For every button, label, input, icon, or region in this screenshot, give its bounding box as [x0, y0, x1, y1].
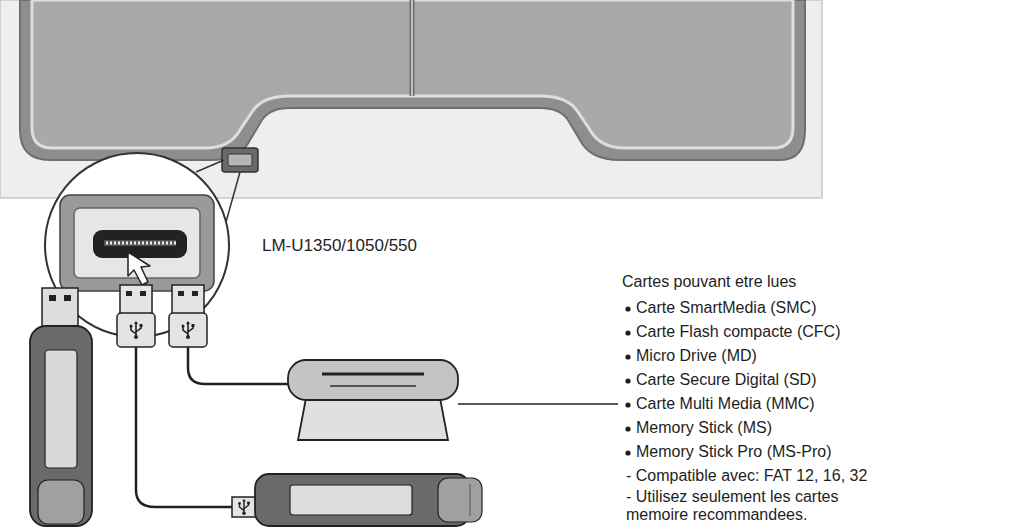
- usb-stick: [49, 295, 56, 301]
- list-bullet: [625, 378, 630, 383]
- list-item: Micro Drive (MD): [636, 346, 757, 366]
- usb-plug: [169, 285, 207, 347]
- magnifier-circle: [226, 172, 240, 222]
- list-item: Carte Flash compacte (CFC): [636, 322, 841, 342]
- usb-plug: [126, 291, 132, 296]
- usb-player: [470, 484, 471, 516]
- usb-plug: [172, 285, 204, 315]
- list-item: Carte Multi Media (MMC): [636, 394, 815, 414]
- tv-panel: [20, 0, 805, 160]
- usb-plug: [178, 291, 184, 296]
- card-reader: [330, 385, 416, 387]
- tv-panel: [411, 0, 413, 96]
- note: - Compatible avec: FAT 12, 16, 32: [626, 466, 867, 486]
- magnifier-circle: [106, 242, 176, 245]
- tv-panel: [32, 0, 793, 148]
- magnifier-circle: [104, 240, 176, 246]
- usb-stick: [42, 288, 78, 328]
- usb-stick: [64, 295, 71, 301]
- list-heading: Cartes pouvant etre lues: [622, 272, 796, 292]
- usb-plug: [117, 313, 155, 347]
- list-bullet: [625, 306, 630, 455]
- usb-plug: [182, 321, 195, 339]
- list-item: Memory Stick (MS): [636, 418, 772, 438]
- usb-plug: [117, 285, 155, 347]
- list-bullet: [625, 402, 630, 407]
- usb-port: [228, 154, 252, 166]
- usb-player: [232, 474, 482, 526]
- list-bullet: [625, 306, 630, 311]
- usb-plug: [169, 313, 207, 347]
- list-item: Memory Stick Pro (MS-Pro): [636, 442, 832, 462]
- usb-player: [232, 497, 256, 517]
- card-reader: [288, 360, 618, 440]
- usb-plug: [140, 291, 146, 296]
- usb-player: [238, 499, 250, 515]
- magnifier-circle: [128, 252, 150, 285]
- usb-stick: [45, 350, 77, 468]
- usb-stick: [30, 288, 92, 526]
- magnifier-circle: [60, 195, 214, 291]
- model-label: LM-U1350/1050/550: [262, 236, 417, 256]
- usb-stick: [38, 480, 84, 524]
- tv-panel: [410, 0, 415, 96]
- card-reader: [322, 373, 424, 376]
- note: - Utilisez seulement les cartes memoire …: [626, 488, 888, 524]
- usb-player: [438, 478, 482, 522]
- list-item: Carte Secure Digital (SD): [636, 370, 817, 390]
- card-reader: [298, 398, 448, 440]
- leader-line: [458, 403, 618, 405]
- magnifier-circle: [196, 160, 224, 172]
- magnifier-circle: [93, 230, 187, 258]
- usb-player: [290, 485, 412, 515]
- usb-plug: [192, 291, 198, 296]
- usb-cable: [136, 345, 233, 507]
- usb-port: [222, 148, 258, 172]
- card-reader: [288, 360, 458, 400]
- list-bullet: [625, 330, 630, 335]
- list-bullet: [625, 426, 630, 431]
- usb-plug: [120, 285, 152, 315]
- list-bullet: [625, 450, 630, 455]
- usb-plug: [130, 321, 143, 339]
- usb-stick: [30, 326, 92, 526]
- usb-port: [222, 148, 258, 172]
- usb-cable: [188, 345, 289, 384]
- list-item: Carte SmartMedia (SMC): [636, 298, 816, 318]
- list-bullet: [625, 354, 630, 359]
